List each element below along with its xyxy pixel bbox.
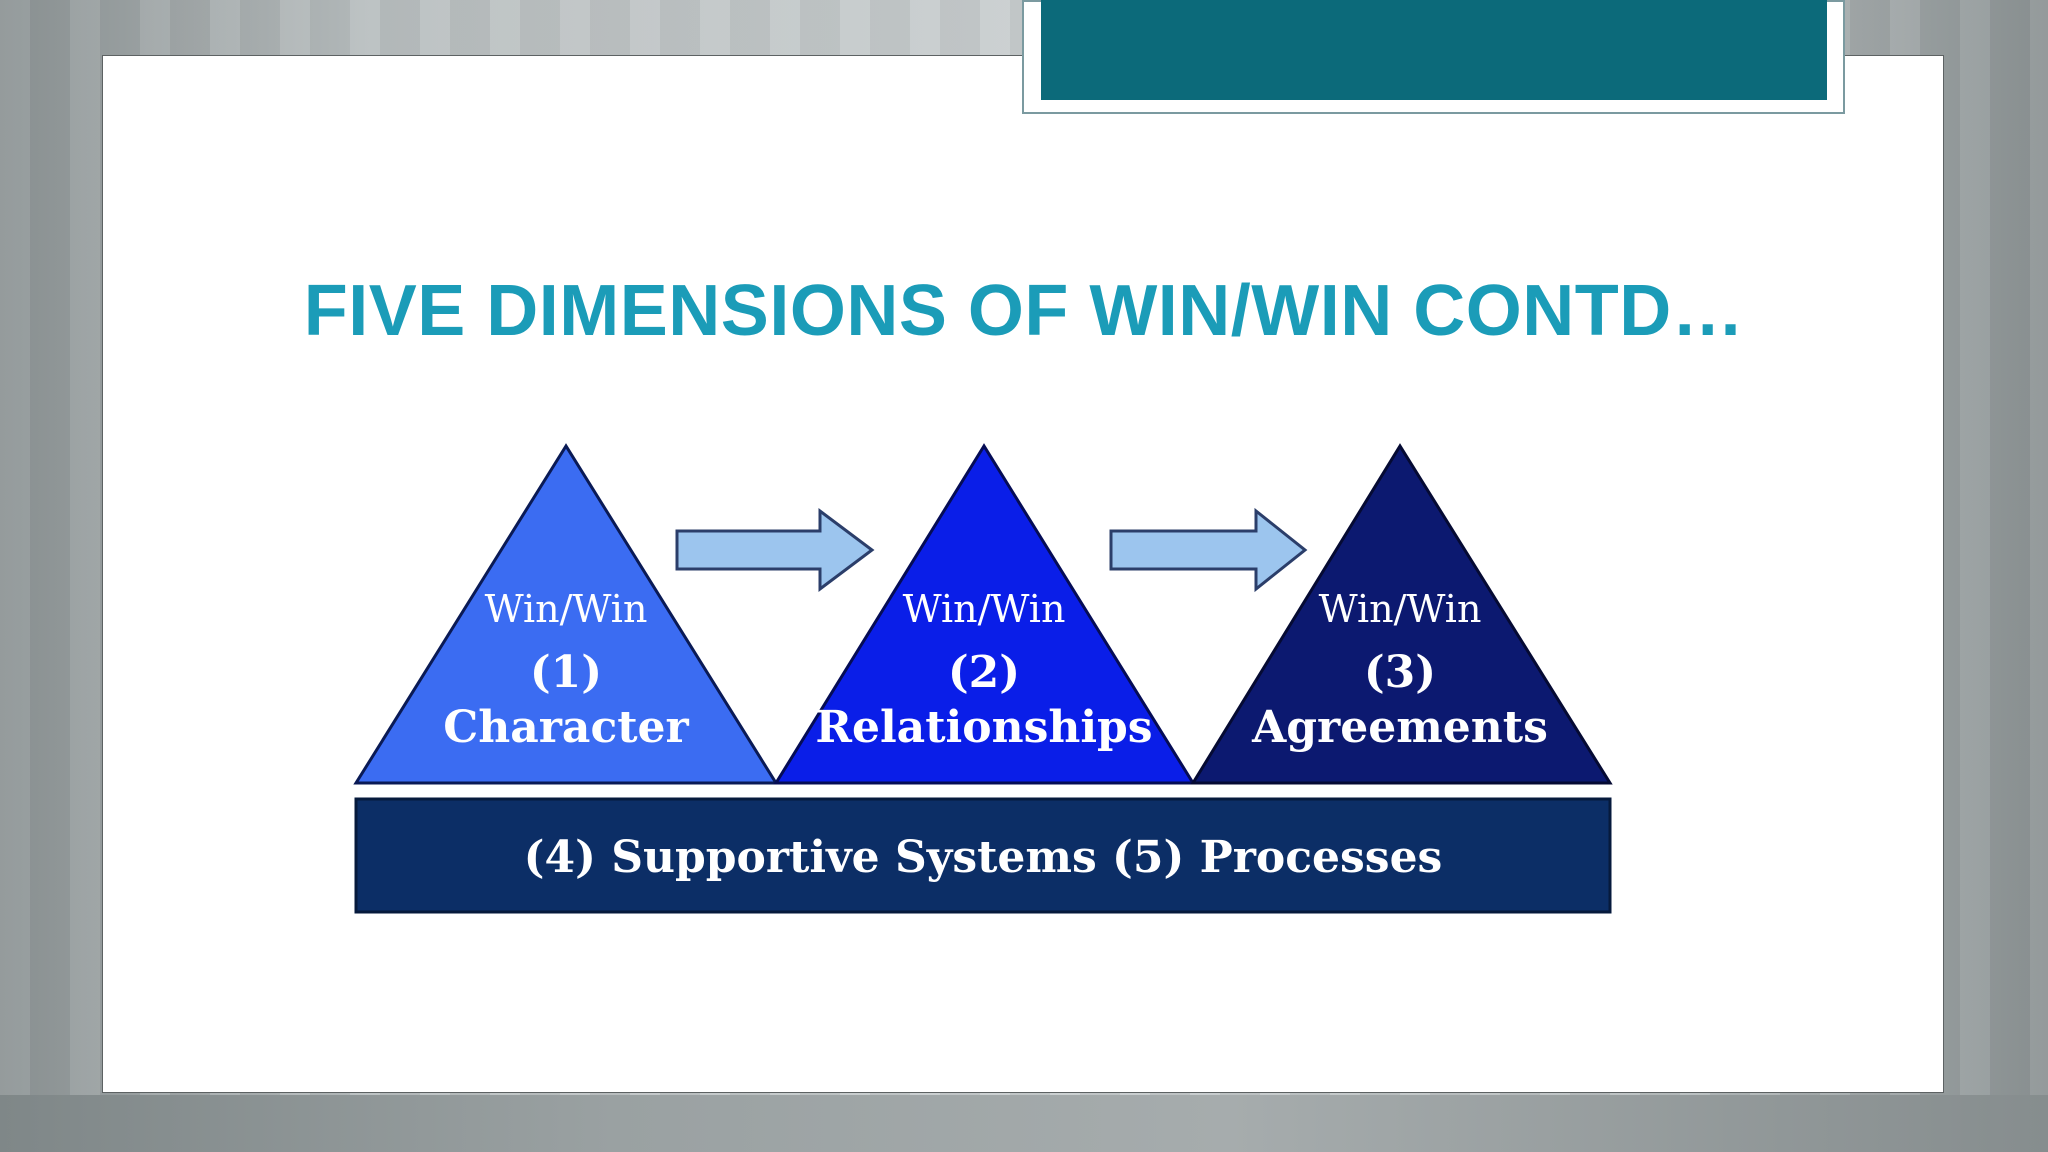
triangle-relationships-label: Relationships	[815, 702, 1152, 753]
triangle-character-top: Win/Win	[485, 587, 648, 631]
arrow-right-icon	[675, 508, 875, 592]
triangle-agreements-label: Agreements	[1251, 702, 1548, 753]
accent-bar	[1041, 0, 1827, 100]
triangle-relationships-shape	[773, 443, 1196, 785]
triangle-relationships-top: Win/Win	[903, 587, 1066, 631]
base-bar-label: (4) Supportive Systems (5) Processes	[524, 832, 1443, 883]
triangle-agreements: Win/Win (3) Agreements	[1190, 443, 1613, 785]
triangle-relationships-number: (2)	[948, 647, 1020, 698]
triangle-character-shape	[353, 443, 779, 785]
background-bottom-band	[0, 1095, 2048, 1152]
base-bar-shape	[354, 797, 1612, 914]
slide-title: FIVE DIMENSIONS OF WIN/WIN CONTD…	[303, 271, 1745, 351]
triangle-relationships: Win/Win (2) Relationships	[773, 443, 1196, 785]
arrow-right-icon	[1109, 507, 1308, 593]
triangle-character: Win/Win (1) Character	[353, 443, 779, 785]
triangle-agreements-shape	[1190, 443, 1613, 785]
triangle-agreements-number: (3)	[1364, 647, 1436, 698]
triangle-agreements-top: Win/Win	[1319, 587, 1482, 631]
base-bar: (4) Supportive Systems (5) Processes	[354, 797, 1612, 914]
triangle-character-label: Character	[443, 702, 689, 753]
triangle-character-number: (1)	[530, 647, 602, 698]
